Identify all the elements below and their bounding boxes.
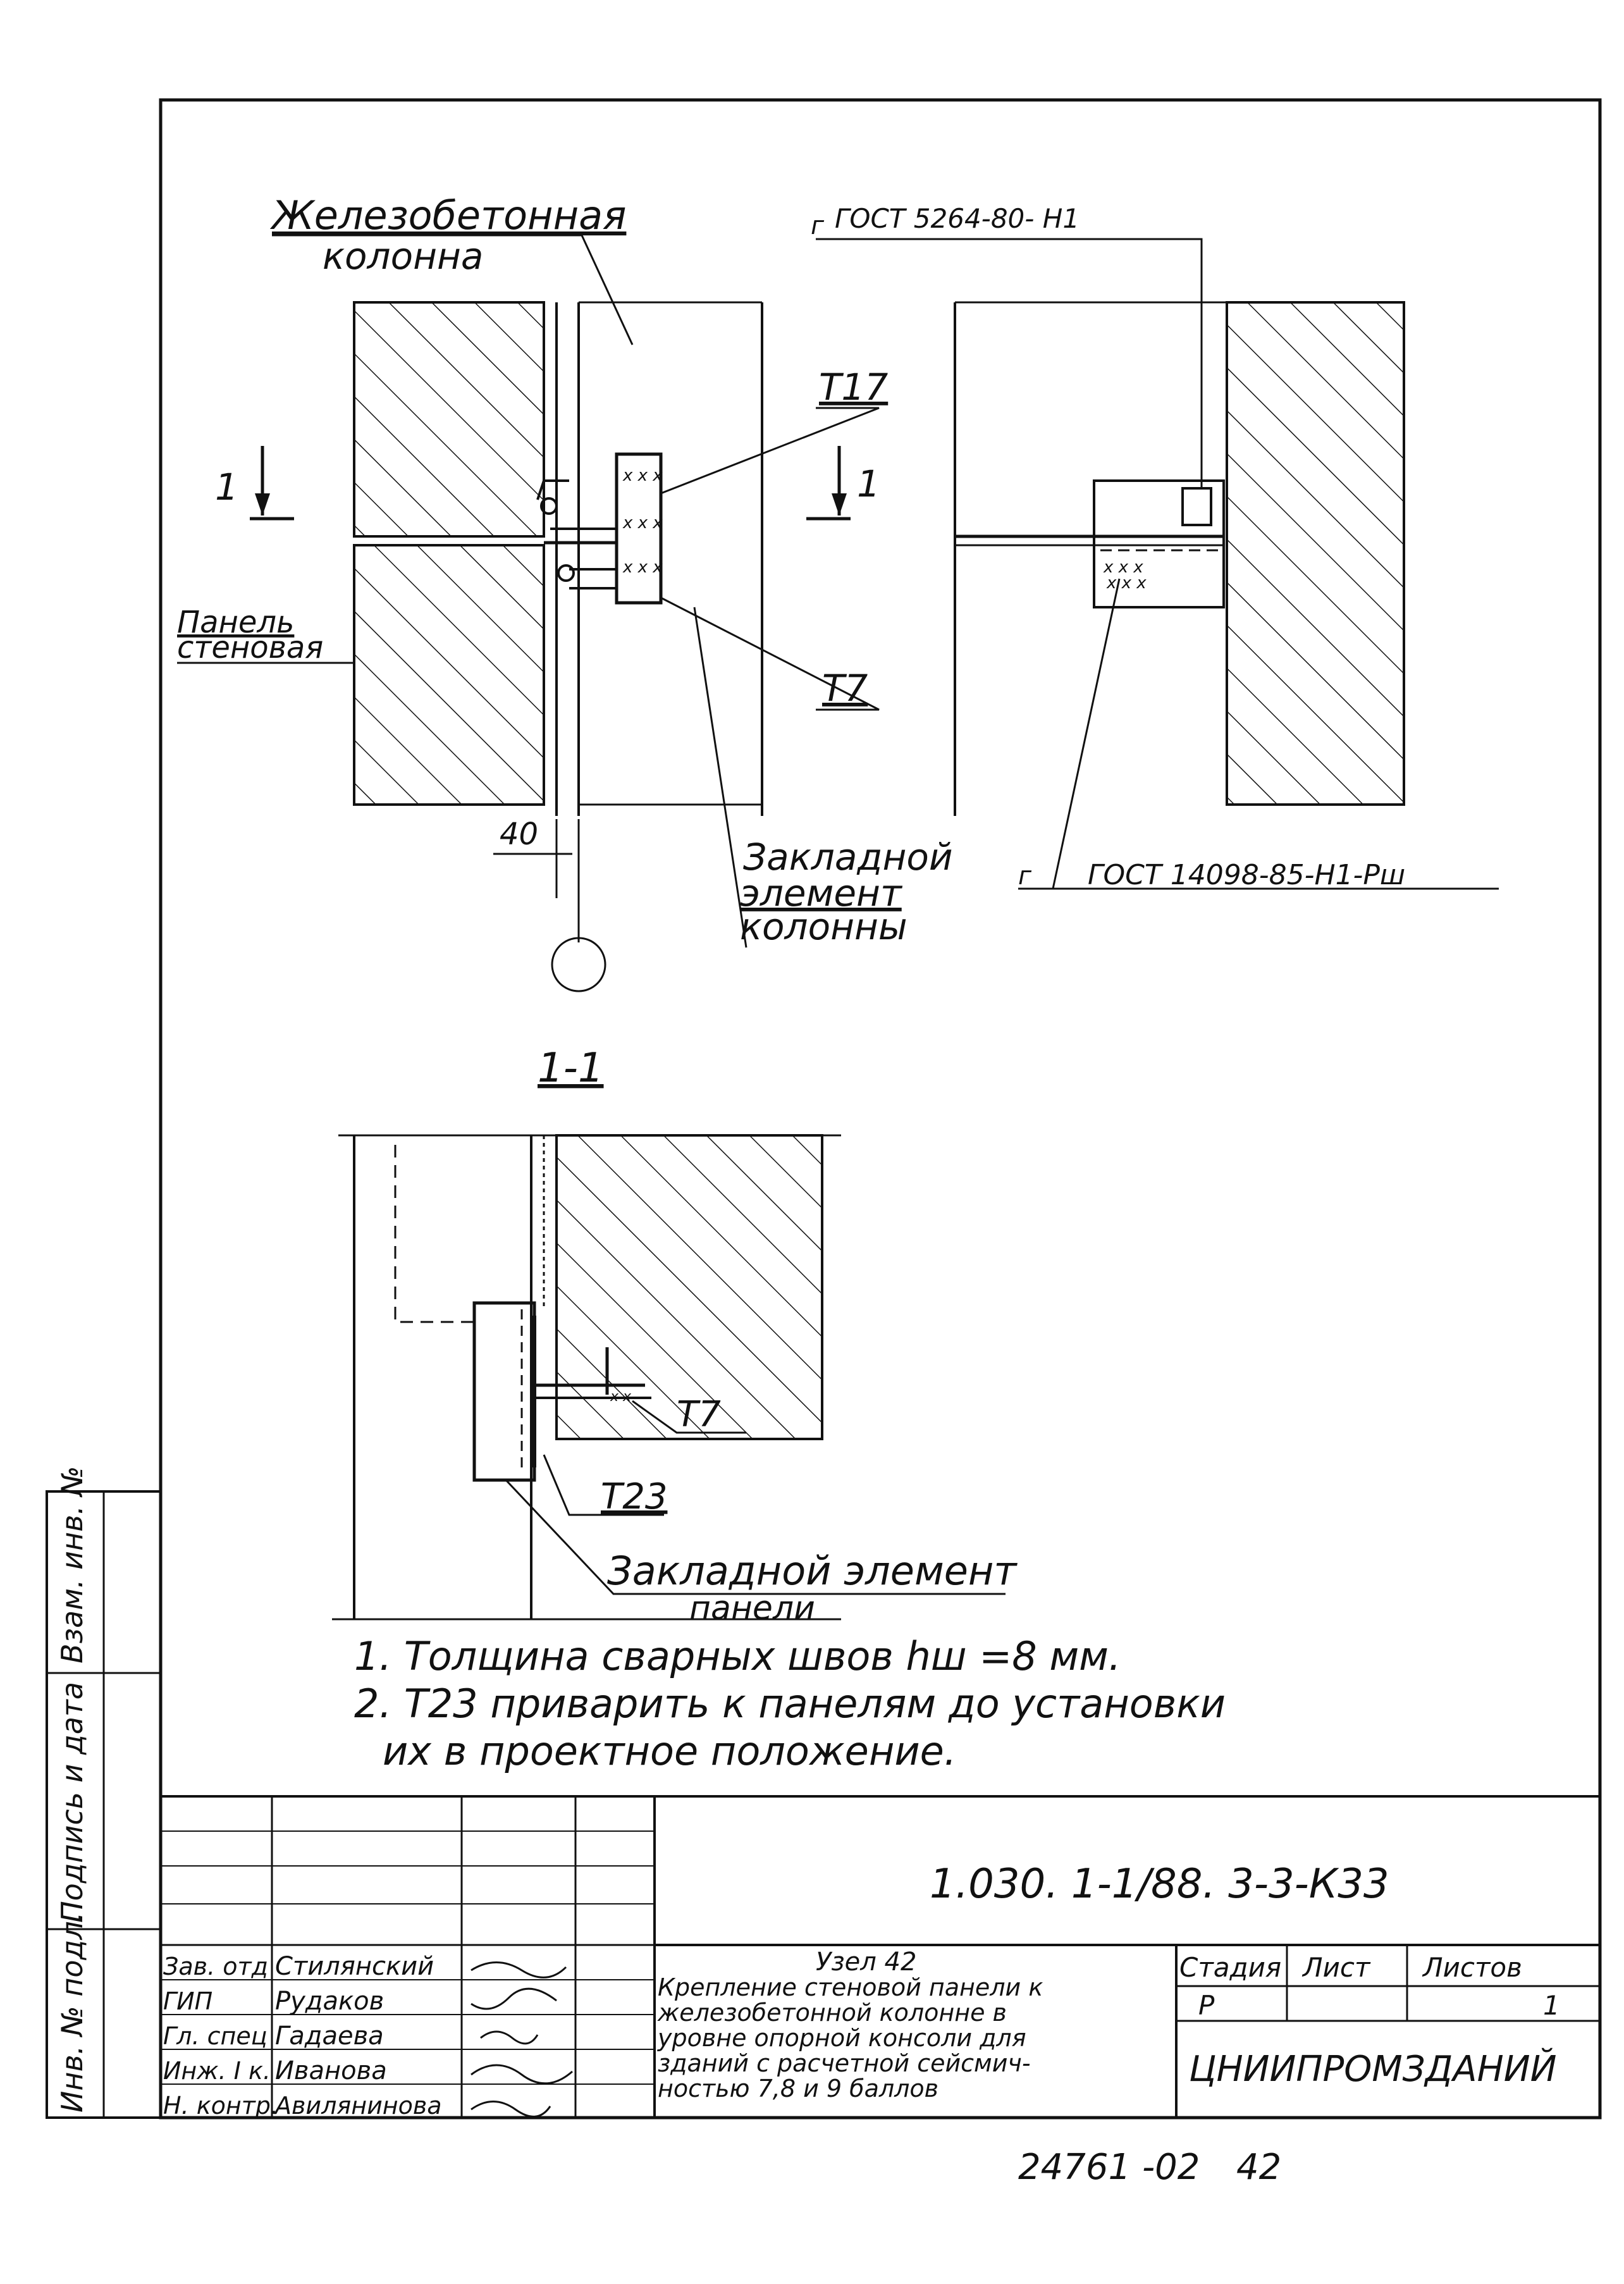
role-3: Гл. спец xyxy=(163,2022,268,2050)
note-3: их в проектное положение. xyxy=(383,1728,957,1774)
connection-rods xyxy=(536,479,617,590)
drawing-title-1: Узел 42 xyxy=(816,1948,916,1977)
name-3: Гадаева xyxy=(275,2022,384,2051)
sheets-header: Листов xyxy=(1422,1952,1522,1983)
embedded-column-line1: Закладной xyxy=(743,836,953,879)
section-title: 1-1 xyxy=(538,1045,604,1092)
wall-panel-lower xyxy=(353,544,545,806)
sheets-value: 1 xyxy=(1543,1990,1560,2021)
embedded-plate-column: x x x x x x x x x xyxy=(615,452,663,605)
embedded-panel-line1: Закладной элемент xyxy=(607,1548,1018,1594)
role-1: Зав. отд xyxy=(163,1953,268,1980)
gost-top-label: ГОСТ 5264-80- Н1 xyxy=(835,203,1080,234)
svg-text:x x x: x x x xyxy=(622,514,663,533)
drawing-title-6: ностью 7,8 и 9 баллов xyxy=(658,2075,938,2102)
name-1: Стилянский xyxy=(275,1952,434,1981)
embedded-column-line3: колонны xyxy=(740,905,907,948)
drawing-title-3: железобетонной колонне в xyxy=(657,1999,1007,2027)
svg-text:x x x: x x x xyxy=(1106,574,1147,593)
dimension-40-label: 40 xyxy=(500,817,538,852)
title-block xyxy=(161,1795,1600,2118)
rc-column-left xyxy=(555,301,763,816)
cut-mark-left xyxy=(250,446,294,521)
t17-label: Т17 xyxy=(819,366,888,409)
sheet-header: Лист xyxy=(1301,1952,1371,1983)
stage-value: Р xyxy=(1198,1990,1215,2021)
drawing-title-5: зданий с расчетной сейсмич- xyxy=(658,2049,1031,2077)
side-stamp-replace: Взам. инв. № xyxy=(55,1466,89,1664)
side-stamp-inv: Инв. № подл. xyxy=(55,1912,89,2113)
gost-top-mark: г xyxy=(811,211,825,240)
wall-panel-upper xyxy=(353,301,545,538)
svg-text:x x x: x x x xyxy=(622,558,663,577)
t7-label: Т7 xyxy=(822,667,868,710)
panel-label-line2: стеновая xyxy=(177,630,323,665)
role-5: Н. контр. xyxy=(163,2092,278,2120)
console-right: x x x x x x xyxy=(955,479,1225,608)
gost-bottom-label: ГОСТ 14098-85-Н1-Рш xyxy=(1088,859,1405,891)
t7-section-label: Т7 xyxy=(677,1394,721,1435)
dimension-40 xyxy=(493,819,606,992)
gost-bottom-mark: г xyxy=(1018,861,1032,891)
embedded-column-line2: элемент xyxy=(740,872,903,915)
name-5: Авилянинова xyxy=(273,2092,442,2120)
footer-page: 42 xyxy=(1236,2147,1281,2188)
t23-label: Т23 xyxy=(601,1476,667,1517)
svg-text:x x: x x xyxy=(610,1389,632,1405)
name-4: Иванова xyxy=(275,2056,387,2085)
note-2: 2. Т23 приварить к панелям до установки xyxy=(354,1681,1226,1727)
role-4: Инж. I к. xyxy=(163,2057,271,2085)
drawing-title-2: Крепление стеновой панели к xyxy=(658,1973,1043,2001)
sheet-frame xyxy=(159,98,1602,2120)
side-stamp-signature: Подпись и дата xyxy=(55,1682,89,1923)
column-label-line1: Железобетонная xyxy=(269,192,626,238)
cut-mark-right xyxy=(806,446,851,521)
wall-panel-right xyxy=(1226,301,1405,806)
column-label-line2: колонна xyxy=(323,235,483,278)
svg-text:x x x: x x x xyxy=(1103,558,1143,577)
note-1: 1. Толщина сварных швов hш =8 мм. xyxy=(354,1633,1121,1679)
document-code: 1.030. 1-1/88. 3-3-К33 xyxy=(930,1861,1389,1908)
section-1-1: x x xyxy=(332,1134,1006,1620)
embedded-panel-line2: панели xyxy=(689,1590,815,1627)
svg-text:x x x: x x x xyxy=(622,466,663,485)
name-2: Рудаков xyxy=(275,1987,384,2016)
role-2: ГИП xyxy=(163,1987,212,2015)
footer-number: 24761 -02 xyxy=(1018,2147,1200,2188)
cut-mark-left-label: 1 xyxy=(215,466,238,509)
drawing-title-4: уровне опорной консоли для xyxy=(657,2024,1026,2052)
panel-label-line1: Панель xyxy=(177,605,294,640)
organization: ЦНИИПРОМЗДАНИЙ xyxy=(1189,2049,1557,2090)
cut-mark-right-label: 1 xyxy=(857,462,880,505)
stage-header: Стадия xyxy=(1179,1952,1281,1983)
rc-column-right xyxy=(954,301,1227,816)
